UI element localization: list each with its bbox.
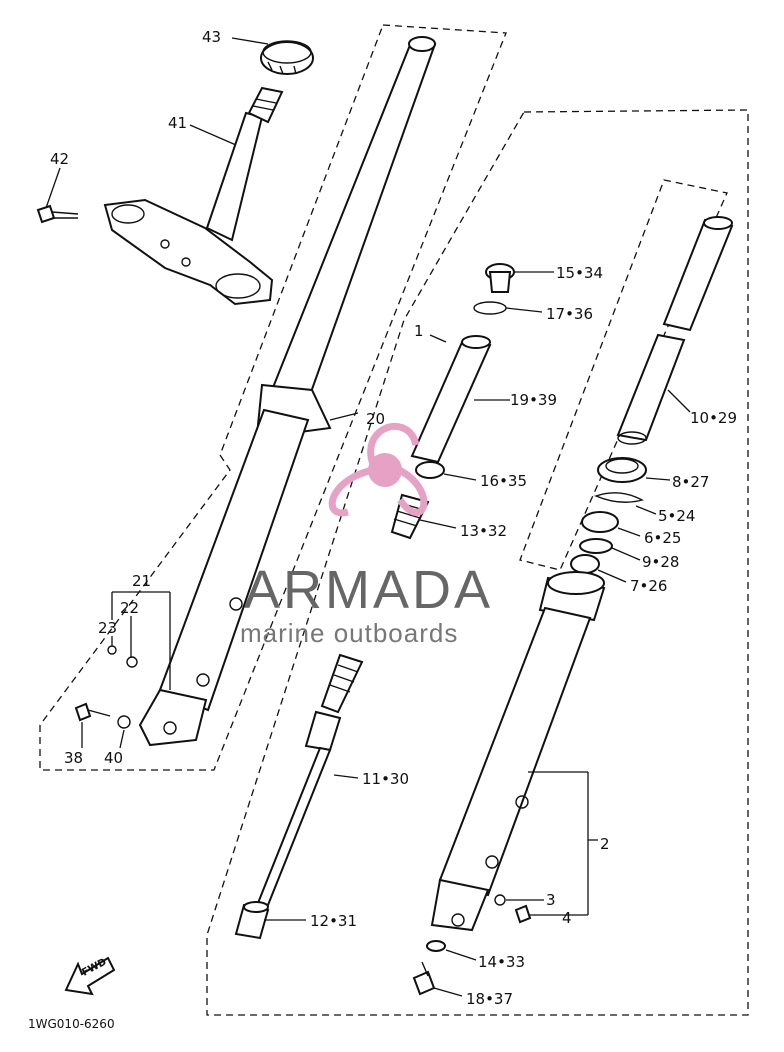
callout-42: 42	[50, 150, 69, 168]
callout-2: 2	[600, 835, 610, 853]
callout-38: 38	[64, 749, 83, 767]
callout-20: 20	[366, 410, 385, 428]
callout-40: 40	[104, 749, 123, 767]
callout-6-25: 6•25	[644, 529, 681, 547]
watermark-title: ARMADA	[244, 560, 493, 620]
left-assembly-outline	[39, 24, 507, 771]
bolt-42	[36, 204, 79, 224]
callout-11-30: 11•30	[362, 770, 409, 788]
left-fork-tube-20	[138, 36, 437, 747]
cap-bolt-15	[485, 263, 515, 293]
leader-lines	[45, 37, 691, 997]
callout-14-33: 14•33	[478, 953, 525, 971]
callout-41: 41	[168, 114, 187, 132]
propeller-icon	[328, 423, 428, 517]
steering-stem-41	[103, 86, 284, 306]
callout-8-27: 8•27	[672, 473, 709, 491]
fwd-arrow-icon: FWD	[64, 956, 116, 996]
callout-3: 3	[546, 891, 556, 909]
callout-18-37: 18•37	[466, 990, 513, 1008]
spacer-19	[410, 335, 492, 464]
callout-15-34: 15•34	[556, 264, 603, 282]
callout-7-26: 7•26	[630, 577, 667, 595]
watermark-subtitle: marine outboards	[240, 618, 458, 648]
callout-16-35: 16•35	[480, 472, 527, 490]
washer-16	[415, 461, 445, 479]
right-assembly-outline	[206, 109, 749, 1016]
callout-17-36: 17•36	[546, 305, 593, 323]
callout-1: 1	[414, 322, 424, 340]
oil-lock-12	[234, 901, 270, 940]
callout-13-32: 13•32	[460, 522, 507, 540]
damper-rod-11	[256, 653, 364, 907]
diagram-code: 1WG010-6260	[28, 1017, 115, 1031]
callout-21: 21	[132, 572, 151, 590]
inner-tube-10	[616, 216, 734, 445]
callout-43: 43	[202, 28, 221, 46]
inner-tube-outline	[519, 179, 728, 571]
small-parts-left	[74, 645, 138, 729]
callout-5-24: 5•24	[658, 507, 695, 525]
callout-19-39: 19•39	[510, 391, 557, 409]
callout-12-31: 12•31	[310, 912, 357, 930]
right-outer-tube-2	[430, 571, 606, 932]
callout-22: 22	[120, 599, 139, 617]
o-ring-17	[473, 301, 507, 315]
ring-nut-43	[260, 40, 314, 75]
callout-23: 23	[98, 619, 117, 637]
armada-logo-watermark: ARMADA marine outboards	[240, 423, 493, 648]
seal-stack	[570, 457, 647, 574]
callout-4: 4	[562, 909, 572, 927]
callout-9-28: 9•28	[642, 553, 679, 571]
callout-10-29: 10•29	[690, 409, 737, 427]
